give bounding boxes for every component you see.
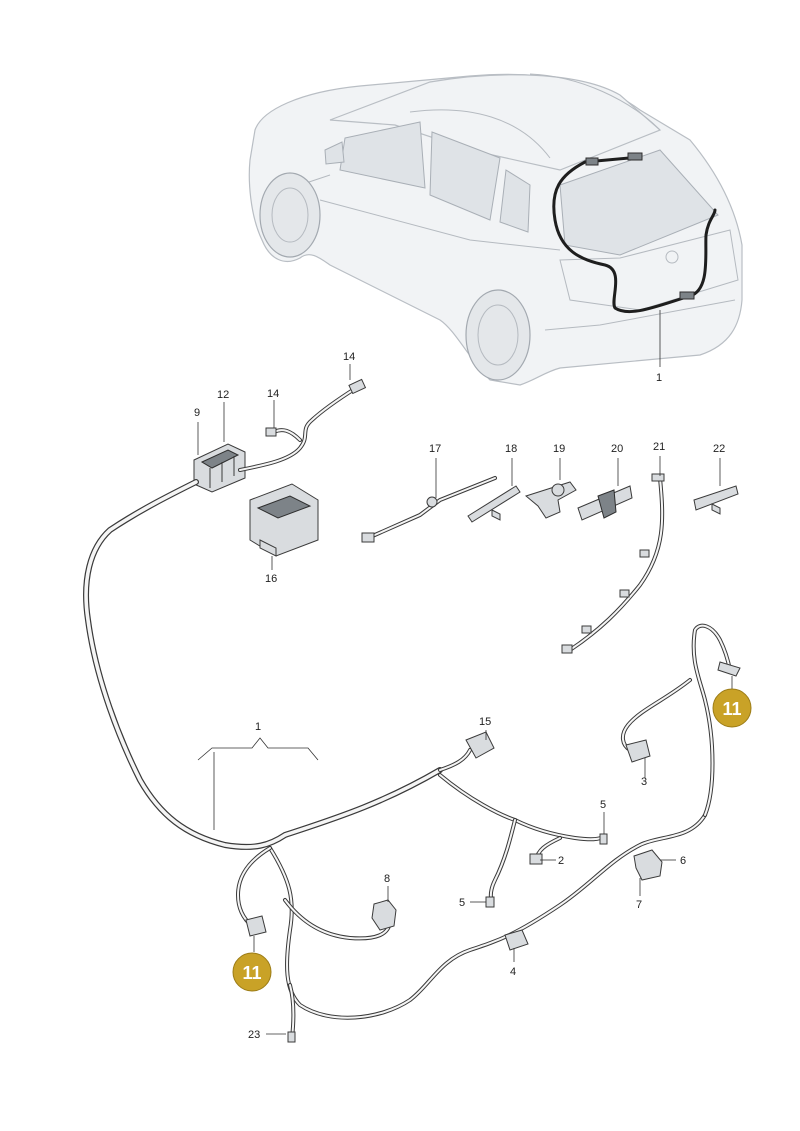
callout-5-bottom: 5 [459, 897, 465, 909]
callout-14-top: 14 [343, 351, 355, 363]
clip-17 [361, 476, 497, 543]
callout-19: 19 [553, 443, 565, 455]
callout-15: 15 [479, 716, 491, 728]
clip-22 [693, 485, 739, 515]
badge-11-right: 11 [712, 688, 752, 728]
vehicle-illustration [248, 73, 743, 386]
main-wiring-harness [83, 479, 741, 1043]
wire-14-top [238, 378, 367, 472]
bracket-16 [249, 483, 319, 557]
callout-21: 21 [653, 441, 665, 453]
clip-19 [524, 481, 577, 519]
callout-1-harness: 1 [255, 721, 261, 733]
callout-16: 16 [265, 573, 277, 585]
harness-segment-21 [561, 473, 665, 654]
callout-22: 22 [713, 443, 725, 455]
callout-9: 9 [194, 407, 200, 419]
badge-11-left-text: 11 [242, 963, 261, 983]
callout-5-top: 5 [600, 799, 606, 811]
callout-2: 2 [558, 855, 564, 867]
clip-18 [467, 485, 521, 523]
callout-12: 12 [217, 389, 229, 401]
control-module-assembly [193, 443, 246, 493]
callout-8: 8 [384, 873, 390, 885]
clip-20 [577, 485, 633, 521]
badge-11-left: 11 [232, 952, 272, 992]
callout-7: 7 [636, 899, 642, 911]
callout-20: 20 [611, 443, 623, 455]
callout-17: 17 [429, 443, 441, 455]
leader-lines [197, 310, 733, 1035]
callout-14-mid: 14 [267, 388, 279, 400]
callout-18: 18 [505, 443, 517, 455]
badge-11-right-text: 11 [722, 699, 741, 719]
callout-1-car: 1 [656, 372, 662, 384]
callout-4: 4 [510, 966, 516, 978]
callout-labels: 1 1 2 3 4 5 5 6 7 8 9 12 14 14 15 16 17 … [194, 351, 725, 1041]
callout-3: 3 [641, 776, 647, 788]
callout-23: 23 [248, 1029, 260, 1041]
callout-6: 6 [680, 855, 686, 867]
